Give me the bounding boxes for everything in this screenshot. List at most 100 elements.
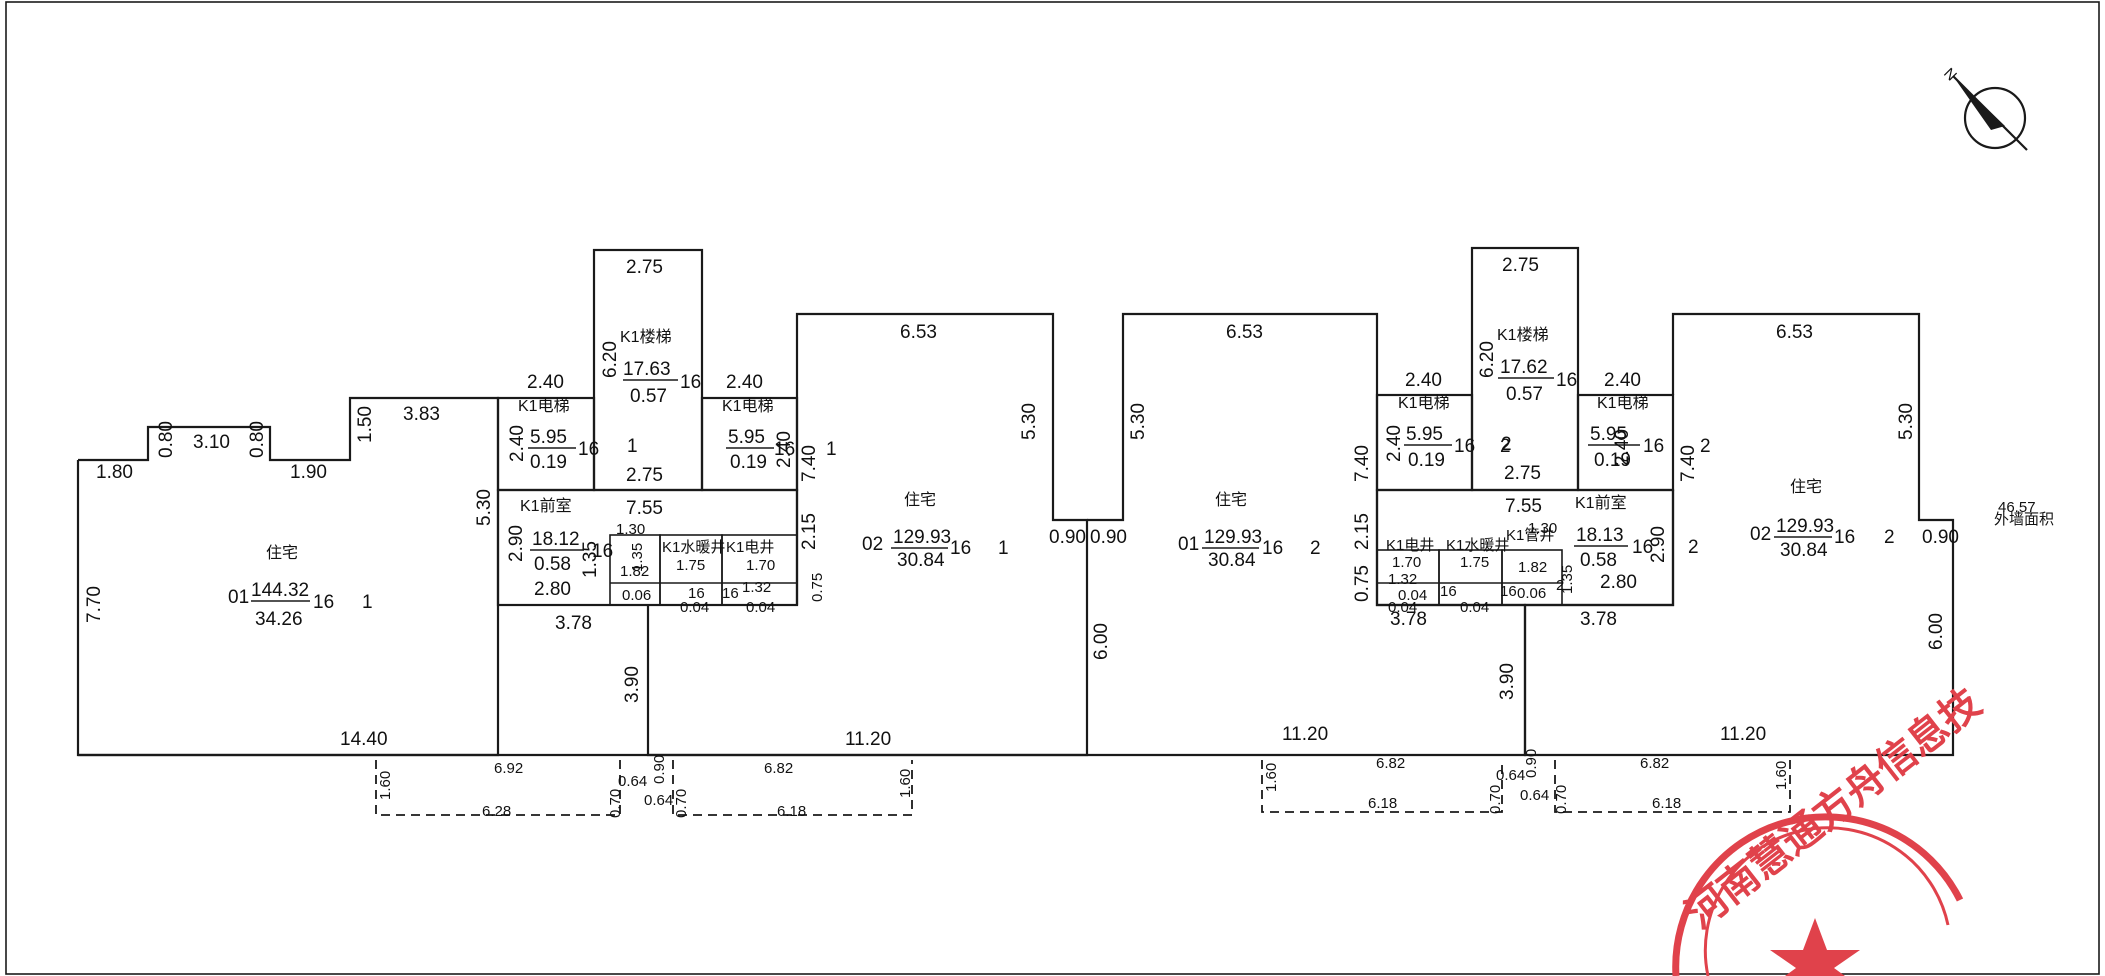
left-residence-share: 34.26 <box>255 609 303 630</box>
left-lobby-bottom: 2.80 <box>534 579 571 600</box>
mid-2-code: 01 <box>1178 534 1199 555</box>
mid-2-name: 住宅 <box>1215 491 1247 509</box>
red-star-seal-icon <box>1672 813 1964 976</box>
left-dim-11-20: 11.20 <box>845 729 891 750</box>
left-stair-width: 2.75 <box>626 257 663 278</box>
left-shaft-b-area: 1.32 <box>742 579 771 596</box>
left-dim-1-80: 1.80 <box>96 462 133 483</box>
mid-2-dim-5-30: 5.30 <box>1128 403 1149 440</box>
left-lobby-name: K1前室 <box>520 497 572 515</box>
right-shaft-c-w: 1.30 <box>1528 520 1557 537</box>
right-lobby-width: 7.55 <box>1505 496 1542 517</box>
left-dim-1-90: 1.90 <box>290 462 327 483</box>
left-residence-area: 144.32 <box>251 580 309 601</box>
left-dim-7-70: 7.70 <box>84 586 105 623</box>
left-elevator-a-depth: 2.40 <box>507 425 528 462</box>
right-unit-name: 住宅 <box>1790 478 1822 496</box>
right-unit-area: 129.93 <box>1776 516 1834 537</box>
left-balcony-0-70-b: 0.70 <box>673 789 690 818</box>
left-balcony-6-18: 6.18 <box>777 803 806 820</box>
left-shaft-b-w: 1.70 <box>746 557 775 574</box>
left-shaft-b-floors: 16 <box>722 585 739 602</box>
left-elevator-b-width: 2.40 <box>726 372 763 393</box>
mid-1-code: 02 <box>862 534 883 555</box>
right-unit-dim-7-40: 7.40 <box>1678 445 1699 482</box>
right-shaft-a-name: K1电井 <box>1386 537 1434 554</box>
left-elevator-b-share: 0.19 <box>730 452 767 473</box>
right-dim-3-78-a: 3.78 <box>1390 609 1427 630</box>
mid-2-dim-11-20: 11.20 <box>1282 724 1328 745</box>
left-balcony-dash-b <box>672 760 913 816</box>
right-elevator-a-depth: 2.40 <box>1384 425 1405 462</box>
mid-1-dim-6-53: 6.53 <box>900 322 937 343</box>
right-balcony-6-18-a: 6.18 <box>1368 795 1397 812</box>
left-balcony-0-70-a: 0.70 <box>607 789 624 818</box>
left-elevator-b-area: 5.95 <box>728 427 765 448</box>
mid-unit-2-outline <box>1087 312 1527 757</box>
left-shaft-a-share: 0.06 <box>622 587 651 604</box>
left-elevator-a-area: 5.95 <box>530 427 567 448</box>
left-shaft-a-w1: 1.30 <box>616 521 645 538</box>
right-lobby-depth: 2.90 <box>1648 526 1669 563</box>
right-balcony-dash-b <box>1554 760 1791 813</box>
right-balcony-6-82-b: 6.82 <box>1640 755 1669 772</box>
right-balcony-0-70-b: 0.70 <box>1553 785 1570 814</box>
right-elevator-b-share: 0.19 <box>1594 450 1631 471</box>
left-residence-code: 01 <box>228 587 249 608</box>
right-elevator-a-floors: 16 <box>1454 436 1475 457</box>
right-balcony-0-64-b: 0.64 <box>1520 787 1549 804</box>
right-dim-0-75: 0.75 <box>1352 565 1373 602</box>
left-shaft-b-share: 0.04 <box>746 599 775 616</box>
mid-2-floors: 16 <box>1262 538 1283 559</box>
right-lobby-floor: 2 <box>1688 537 1699 558</box>
right-shaft-b-floor: 2 <box>1556 577 1564 594</box>
right-lobby-name: K1前室 <box>1575 494 1627 512</box>
left-shaft-a-w2: 1.75 <box>676 557 705 574</box>
right-stair-floors: 16 <box>1556 370 1577 391</box>
right-stair-floor: 2 <box>1501 434 1512 455</box>
left-residence-outline <box>76 396 500 757</box>
right-balcony-6-82-a: 6.82 <box>1376 755 1405 772</box>
right-shaft-b-floors: 16 <box>1500 583 1517 600</box>
left-balcony-6-92: 6.92 <box>494 760 523 777</box>
left-lobby-area: 18.12 <box>532 529 580 550</box>
left-balcony-0-64-b: 0.64 <box>644 792 673 809</box>
left-shaft-a-area: 1.82 <box>620 563 649 580</box>
right-dim-0-04-a: 0.04 <box>1388 599 1417 616</box>
right-stair-area: 17.62 <box>1500 357 1548 378</box>
right-shaft-b-side: 1.35 <box>1559 565 1576 594</box>
right-stair-width: 2.75 <box>1502 255 1539 276</box>
left-shaft-a-name: K1水暖井 <box>662 539 725 556</box>
left-stair-area: 17.63 <box>623 359 671 380</box>
right-elevator-a-name: K1电梯 <box>1398 394 1450 412</box>
right-unit-floor: 2 <box>1884 527 1895 548</box>
left-lobby-width: 7.55 <box>626 498 663 519</box>
right-unit-dim-6-00: 6.00 <box>1926 613 1947 650</box>
mid-1-floors: 16 <box>950 538 971 559</box>
mid-1-name: 住宅 <box>904 491 936 509</box>
left-shaft-a-d: 1.35 <box>629 543 646 572</box>
right-balcony-1-60-a: 1.60 <box>1263 763 1280 792</box>
left-elevator-b-floor: 1 <box>826 439 837 460</box>
left-dim-3-90: 3.90 <box>622 666 643 703</box>
mid-2-share: 30.84 <box>1208 550 1256 571</box>
right-dim-3-78-b: 3.78 <box>1580 609 1617 630</box>
left-balcony-1-60-b: 1.60 <box>897 769 914 798</box>
left-balcony-0-64-a: 0.64 <box>618 773 647 790</box>
left-stair-bottom: 2.75 <box>626 465 663 486</box>
left-elevator-a-share: 0.19 <box>530 452 567 473</box>
left-stair-depth: 6.20 <box>600 341 621 378</box>
left-residence-floor: 1 <box>362 592 373 613</box>
left-elevator-a-floors: 16 <box>578 439 599 460</box>
right-stair-name: K1楼梯 <box>1497 326 1549 344</box>
mid-1-dim-2-15: 2.15 <box>799 513 820 550</box>
left-stair-floor: 1 <box>627 436 638 457</box>
left-residence-floors: 16 <box>313 592 334 613</box>
right-elevator-b-floor: 2 <box>1700 436 1711 457</box>
right-unit-share: 30.84 <box>1780 540 1828 561</box>
right-balcony-0-90: 0.90 <box>1523 749 1540 778</box>
right-lobby-area: 18.13 <box>1576 525 1624 546</box>
right-elevator-a-width: 2.40 <box>1405 370 1442 391</box>
right-lobby-floors: 16 <box>1632 537 1653 558</box>
